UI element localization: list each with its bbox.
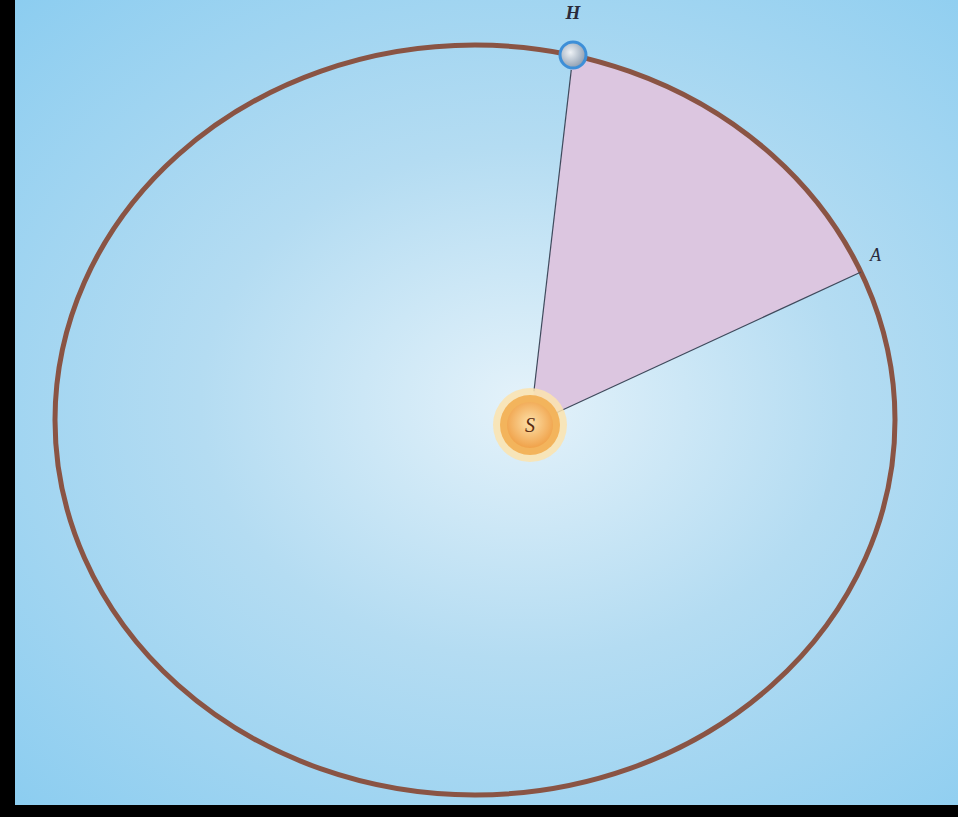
point-label: A bbox=[870, 245, 881, 266]
orbit-ellipse bbox=[55, 45, 895, 795]
swept-area bbox=[530, 55, 861, 425]
planet-label: H bbox=[553, 2, 593, 24]
planet-circle bbox=[557, 39, 589, 71]
radius-line bbox=[530, 272, 861, 425]
sun-label: S bbox=[492, 387, 568, 463]
sun-node: S bbox=[492, 387, 568, 463]
planet-node: H bbox=[553, 0, 593, 70]
sky-background bbox=[15, 0, 958, 805]
radius-line bbox=[534, 70, 571, 391]
